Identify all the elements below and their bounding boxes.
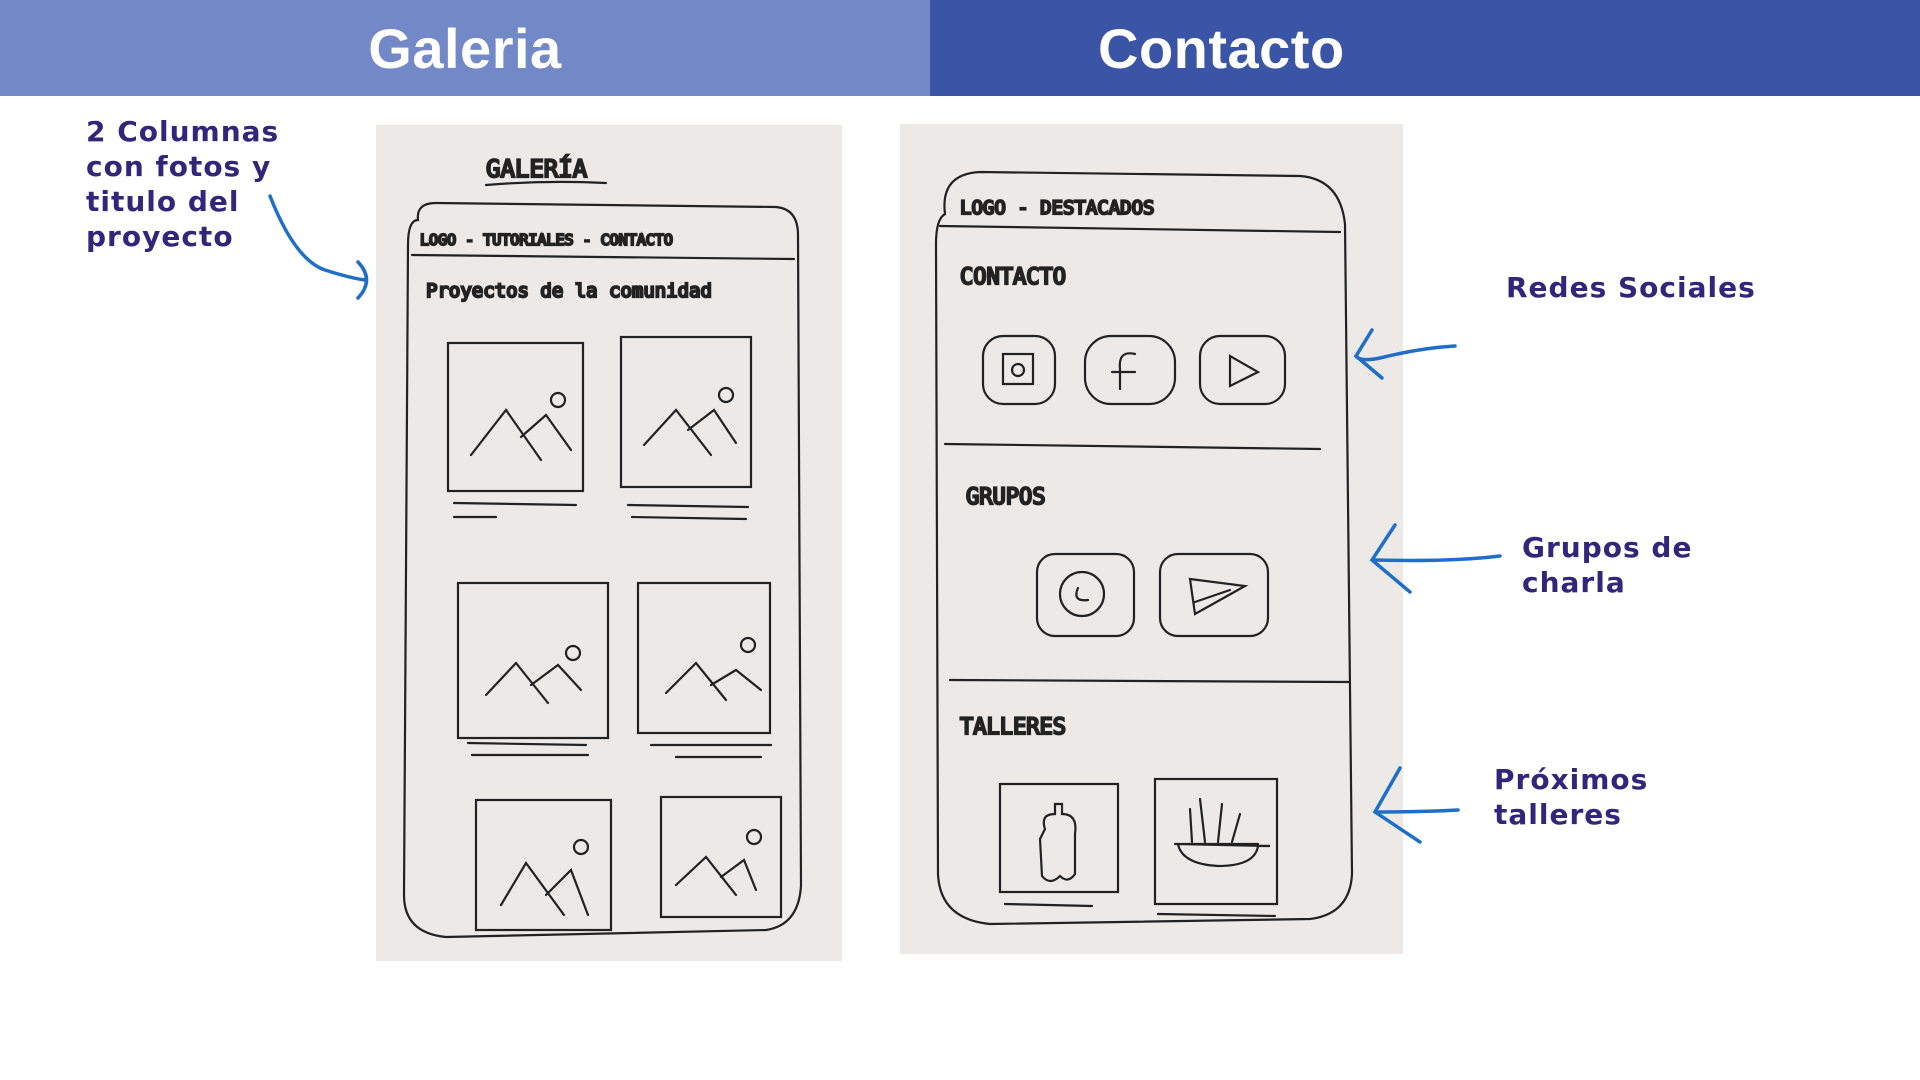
gallery-annotation: 2 Columnas con fotos y titulo del proyec… <box>86 114 279 254</box>
telegram-icon <box>1158 552 1270 638</box>
arrow-icon <box>356 260 369 300</box>
annotation-line: talleres <box>1494 798 1622 831</box>
plant-pot-workshop-icon <box>1153 777 1279 918</box>
galeria-title: Galeria <box>368 16 562 80</box>
image-placeholder-icon <box>474 798 613 932</box>
redes-sociales-annotation: Redes Sociales <box>1506 270 1756 305</box>
galeria-header: Galeria <box>0 0 930 96</box>
annotation-line: titulo del <box>86 185 240 218</box>
annotation-line: charla <box>1522 566 1626 599</box>
pumpkin-workshop-icon <box>998 782 1120 908</box>
sketch-nav: LOGO - DESTACADOS <box>960 197 1154 219</box>
youtube-icon <box>1198 334 1287 406</box>
sketch-page-label: GALERÍA <box>486 154 588 183</box>
talleres-annotation: Próximos talleres <box>1494 762 1648 832</box>
arrow-icon <box>268 194 367 282</box>
image-placeholder-icon <box>659 795 783 919</box>
annotation-line: proyecto <box>86 220 234 253</box>
image-placeholder-icon <box>446 341 585 519</box>
contacto-header: Contacto <box>930 0 1920 96</box>
contacto-title: Contacto <box>1098 16 1345 80</box>
whatsapp-icon <box>1035 552 1136 638</box>
sketch-section-title: CONTACTO <box>960 265 1066 290</box>
contact-sketch-photo: LOGO - DESTACADOS CONTACTO GRUPOS TALLER… <box>900 124 1403 954</box>
annotation-line: Grupos de <box>1522 531 1693 564</box>
grupos-annotation: Grupos de charla <box>1522 530 1692 600</box>
annotation-line: 2 Columnas <box>86 115 280 148</box>
annotation-line: Redes Sociales <box>1506 271 1756 304</box>
annotation-line: con fotos y <box>86 150 272 183</box>
image-placeholder-icon <box>456 581 610 757</box>
sketch-section-title: Proyectos de la comunidad <box>426 280 712 302</box>
annotation-line: Próximos <box>1494 763 1649 796</box>
image-placeholder-icon <box>636 581 773 759</box>
instagram-icon <box>981 334 1057 406</box>
facebook-icon <box>1083 334 1177 406</box>
sketch-section-title: TALLERES <box>960 715 1066 740</box>
sketch-section-title: GRUPOS <box>966 485 1045 510</box>
sketch-nav: LOGO - TUTORIALES - CONTACTO <box>420 231 673 249</box>
image-placeholder-icon <box>619 335 753 521</box>
gallery-sketch-photo: GALERÍA LOGO - TUTORIALES - CONTACTO Pro… <box>376 125 842 961</box>
